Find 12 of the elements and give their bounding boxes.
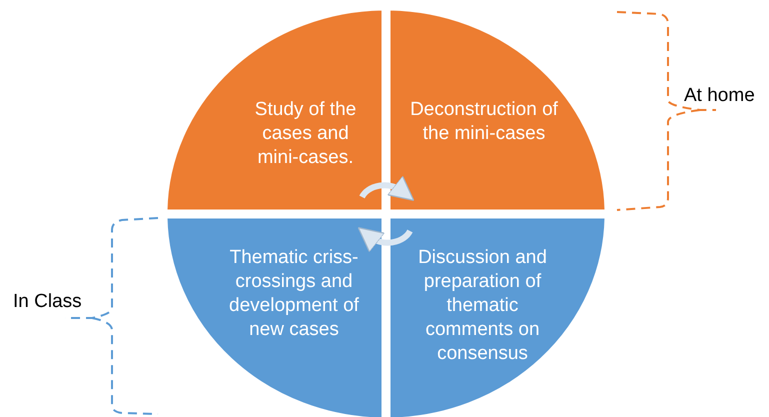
bracket-label: At home [684,84,755,108]
segment-text: Thematic criss-crossings and development of new cases [228,246,360,342]
cycle-arrow [359,175,415,200]
cycle-arrow [357,228,413,253]
segment-text: Study of the cases and mini-cases. [254,98,358,170]
quadrant-segment [390,218,605,417]
segment-text: Discussion and preparation of thematic comments on consensus [417,246,548,366]
quadrant-segment [167,218,382,417]
segment-text: Deconstruction of the mini-cases [409,98,559,146]
quadrant-segment [167,10,382,210]
bracket-label: In Class [13,290,82,314]
quadrant-segment [390,10,605,210]
